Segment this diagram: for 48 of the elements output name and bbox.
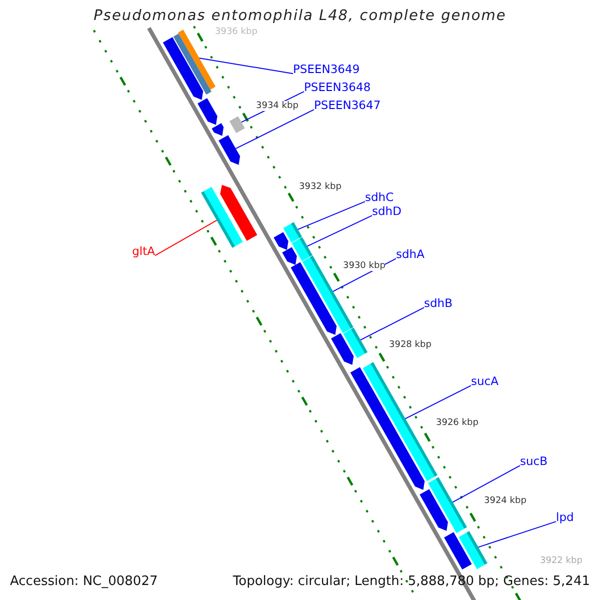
gene-feature <box>331 333 354 365</box>
gene-label: lpd <box>556 511 574 524</box>
gene-feature <box>220 184 258 241</box>
gene-feature <box>362 362 438 482</box>
gene-label: PSEEN3649 <box>293 63 360 76</box>
leader-line <box>297 201 366 230</box>
leader-line <box>452 465 520 503</box>
gene-feature <box>420 489 448 531</box>
diagram-title: Pseudomonas entomophila L48, complete genome <box>92 8 508 25</box>
leader-line <box>198 58 294 74</box>
gene-feature <box>350 367 425 490</box>
gene-label: sdhD <box>372 205 402 218</box>
scale-label: 3930 kbp <box>343 261 386 272</box>
scale-label: 3934 kbp <box>256 101 298 112</box>
gene-feature <box>274 232 288 250</box>
leader-line <box>478 521 556 548</box>
gene-label: sdhA <box>396 248 424 262</box>
gene-feature <box>458 531 488 570</box>
leader-line <box>306 215 372 247</box>
gene-feature <box>162 37 204 100</box>
leader-line <box>360 307 424 340</box>
gene-label: gltA <box>132 245 155 258</box>
scale-label: 3936 kbp <box>215 27 258 38</box>
topology-text: Topology: circular; Length: 5,888,780 bp; Genes: 5,241 <box>232 575 590 590</box>
scale-label: 3932 kbp <box>299 182 342 192</box>
gene-feature <box>290 262 337 335</box>
gene-feature <box>229 116 245 134</box>
scale-label: 3924 kbp <box>484 496 526 506</box>
gene-label: sucA <box>471 375 498 388</box>
leader-line <box>235 109 314 150</box>
scale-label: 3922 kbp <box>540 556 582 566</box>
gene-label: sdhC <box>365 191 394 204</box>
gene-label: PSEEN3648 <box>304 81 371 94</box>
gene-feature <box>343 328 368 358</box>
gene-feature <box>173 34 212 95</box>
gene-feature <box>178 30 216 90</box>
scale-label: 3928 kbp <box>389 340 432 350</box>
gene-feature <box>444 532 472 570</box>
gene-label: PSEEN3647 <box>314 99 381 112</box>
gene-label: sdhB <box>424 297 452 310</box>
gene-feature <box>198 98 218 125</box>
leader-line <box>154 220 218 256</box>
gene-feature <box>218 135 240 165</box>
gene-feature <box>212 123 224 136</box>
accession-text: Accession: NC_008027 <box>10 575 158 590</box>
gene-feature <box>282 247 297 265</box>
gene-label: sucB <box>520 455 548 468</box>
scale-label: 3926 kbp <box>436 418 478 428</box>
